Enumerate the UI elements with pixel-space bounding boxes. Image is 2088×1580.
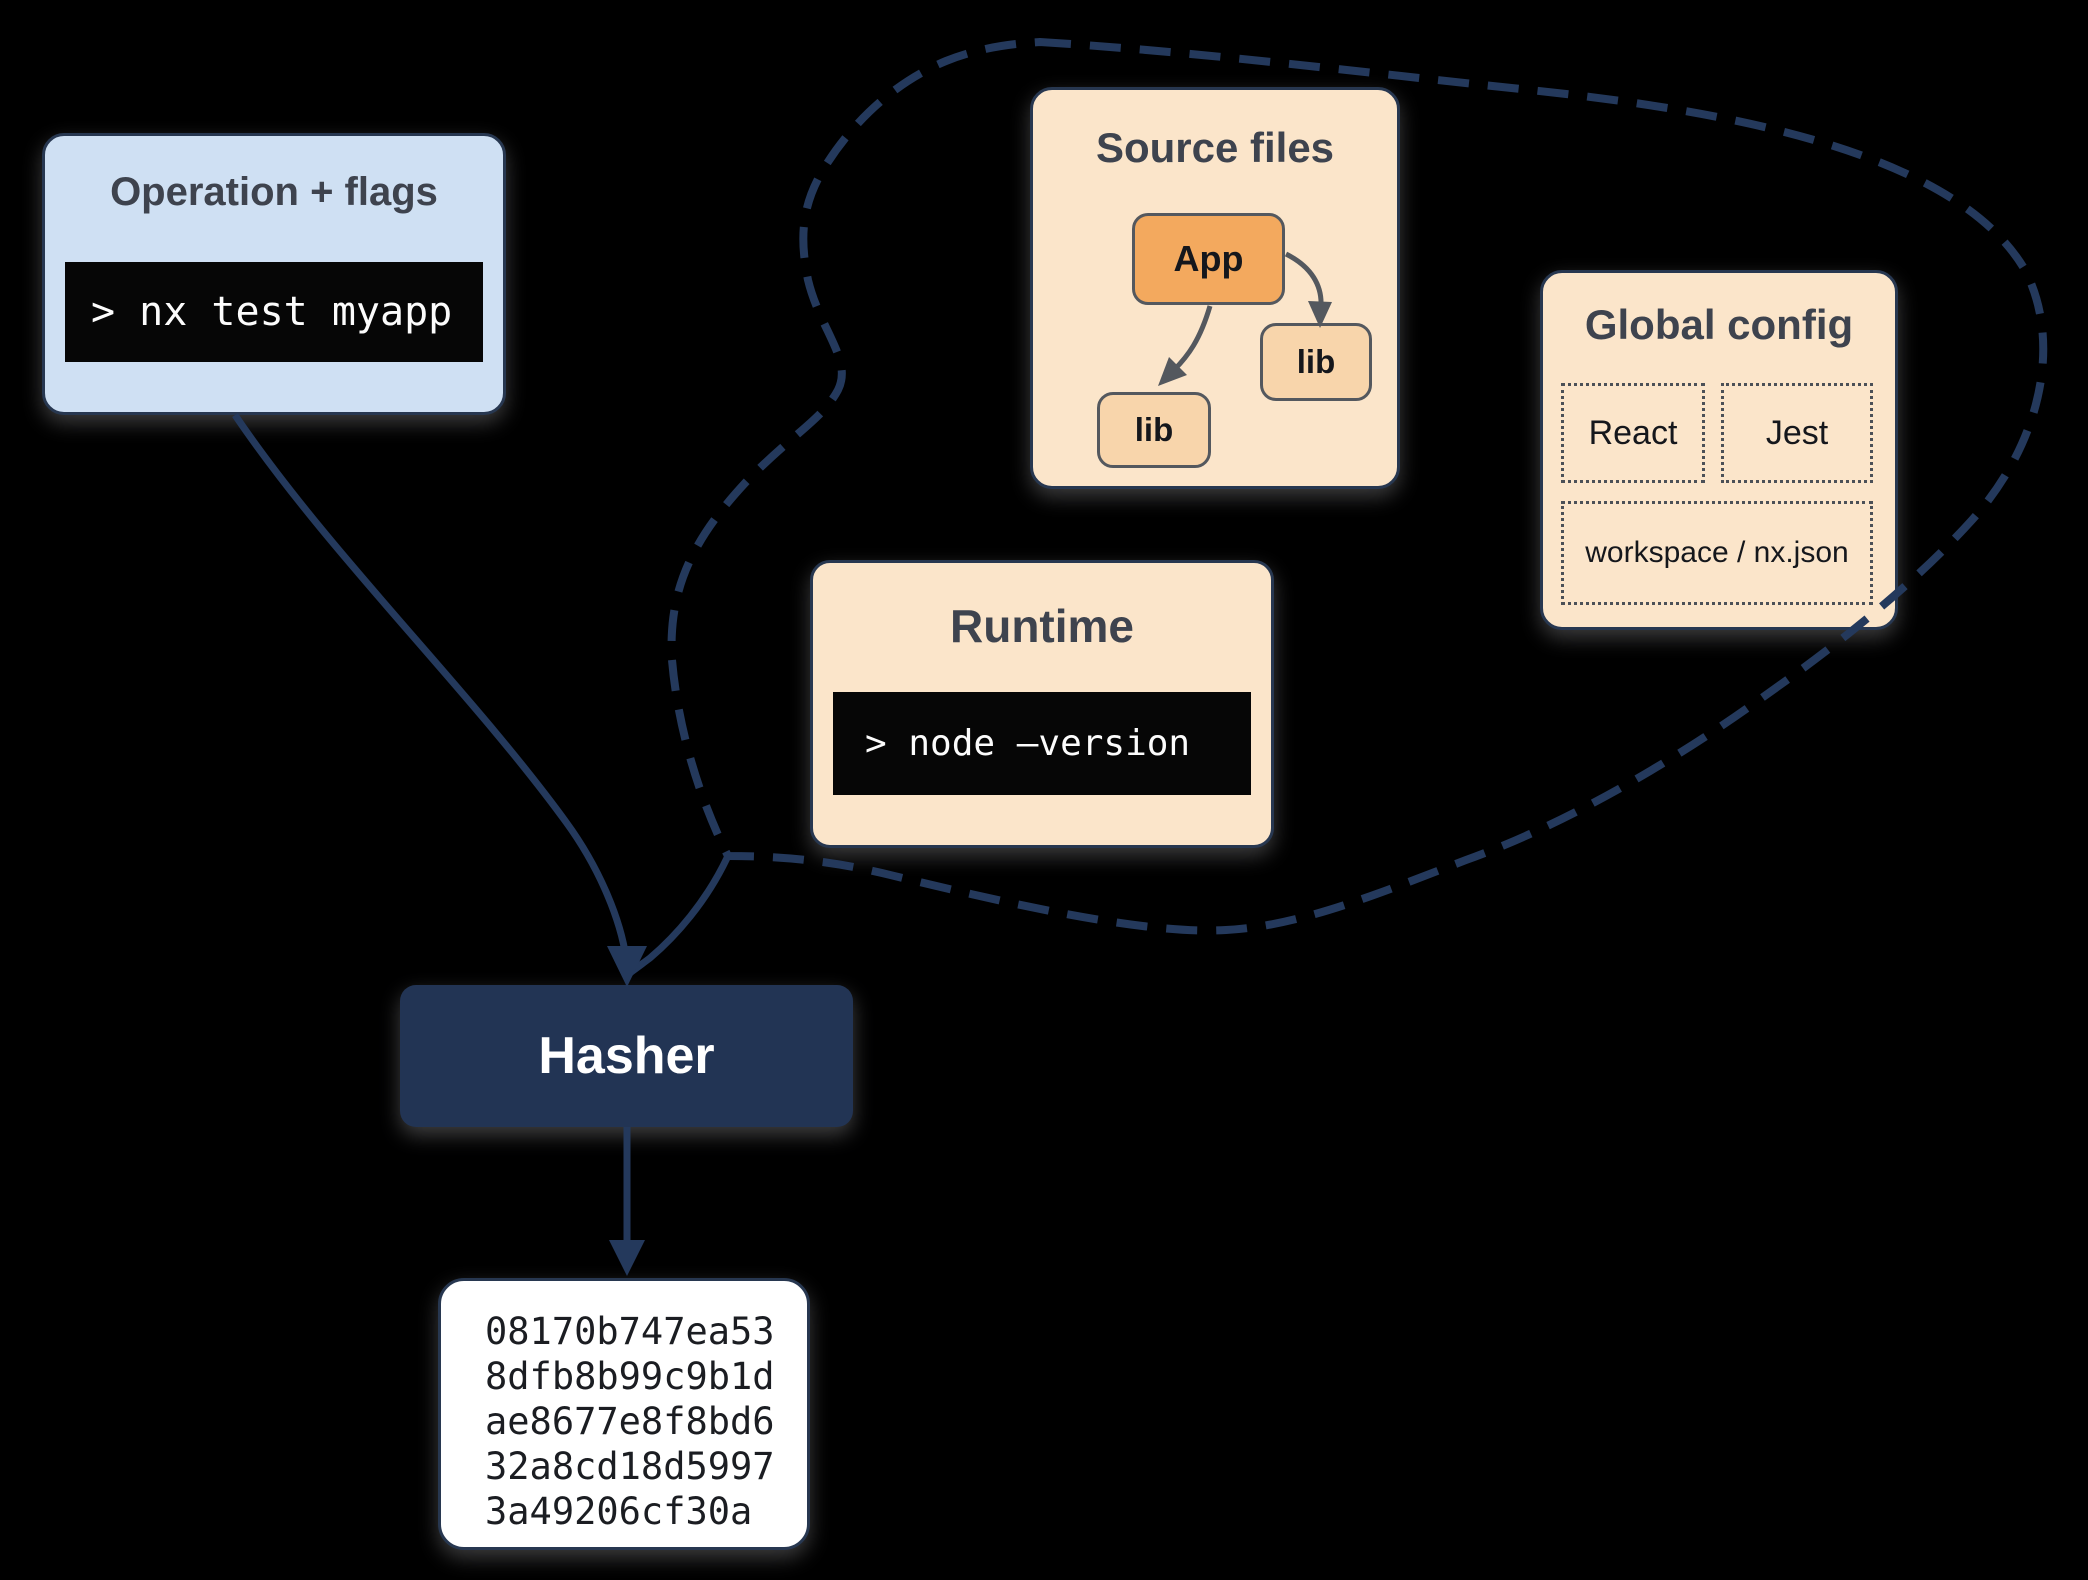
- lib-node-left: lib: [1097, 392, 1211, 468]
- app-node: App: [1132, 213, 1285, 305]
- lib-node-right: lib: [1260, 323, 1372, 401]
- source-files-title: Source files: [1095, 124, 1335, 171]
- hash-text: 08170b747ea53 8dfb8b99c9b1d ae8677e8f8bd…: [485, 1310, 775, 1533]
- arrow-operation-to-hasher: [232, 413, 630, 959]
- arrow-cloud-to-hasher: [627, 856, 731, 976]
- global-config-box: Global config React Jest workspace / nx.…: [1540, 270, 1898, 630]
- runtime-title: Runtime: [950, 600, 1134, 652]
- config-chip-jest: Jest: [1721, 383, 1873, 483]
- hasher-box: Hasher: [400, 985, 853, 1127]
- runtime-command: > node –version: [865, 723, 1191, 764]
- operation-flags-title: Operation + flags: [110, 170, 438, 214]
- hasher-label: Hasher: [538, 1027, 715, 1085]
- operation-flags-box: Operation + flags > nx test myapp: [42, 133, 506, 415]
- runtime-terminal: > node –version: [833, 692, 1251, 795]
- hash-output-box: 08170b747ea53 8dfb8b99c9b1d ae8677e8f8bd…: [438, 1278, 810, 1550]
- config-chip-workspace: workspace / nx.json: [1561, 501, 1873, 605]
- arrowhead-into-hasher: [607, 946, 647, 987]
- source-files-box: Source files App lib lib: [1030, 87, 1400, 489]
- arrowhead-into-hash: [609, 1240, 645, 1276]
- runtime-box: Runtime > node –version: [810, 560, 1274, 848]
- operation-command: > nx test myapp: [91, 289, 453, 335]
- config-chip-react: React: [1561, 383, 1705, 483]
- operation-terminal: > nx test myapp: [65, 262, 483, 362]
- global-config-title: Global config: [1584, 301, 1854, 348]
